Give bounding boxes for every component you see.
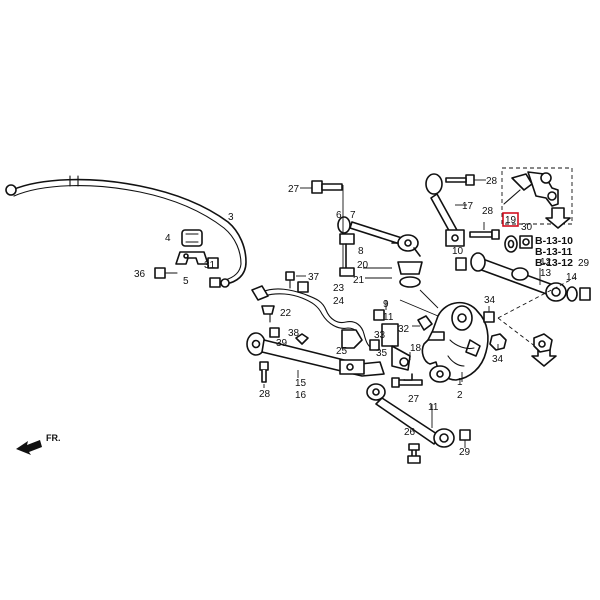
callout-7: 7 — [350, 210, 356, 221]
callout-6: 6 — [336, 210, 342, 221]
front-label: FR. — [46, 433, 61, 443]
callout-28-top: 28 — [486, 176, 498, 187]
callout-15: 15 — [295, 378, 307, 389]
bolt-27-lower[interactable] — [403, 373, 413, 381]
callout-24: 24 — [333, 296, 345, 307]
callout-2: 2 — [457, 390, 463, 401]
nut-29-lower[interactable] — [459, 429, 471, 441]
callout-34-lower: 34 — [492, 354, 504, 365]
callout-8: 8 — [358, 246, 364, 257]
clip-22[interactable] — [261, 305, 275, 323]
callout-17: 17 — [462, 201, 474, 212]
callout-22: 22 — [280, 308, 292, 319]
nut-34-lower[interactable] — [489, 333, 507, 351]
callout-11-lower: 11 — [428, 402, 439, 413]
callout-28-mid: 28 — [482, 206, 494, 217]
callout-39: 39 — [276, 338, 288, 349]
callout-1: 1 — [457, 377, 463, 388]
bolt-37[interactable] — [285, 271, 295, 289]
callout-34-upper: 34 — [484, 295, 496, 306]
clip-32b[interactable] — [417, 315, 433, 331]
bolt-28-top[interactable] — [445, 174, 475, 186]
callout-4: 4 — [165, 233, 171, 244]
bolt-26[interactable] — [407, 443, 421, 464]
callout-21: 21 — [353, 275, 365, 286]
knuckle[interactable] — [421, 301, 489, 383]
arm-17[interactable] — [425, 173, 465, 247]
washer-19[interactable] — [504, 235, 518, 253]
washer-14[interactable] — [566, 286, 578, 302]
lower-arm-11[interactable] — [366, 383, 455, 448]
callout-36: 36 — [134, 269, 146, 280]
callout-30: 30 — [521, 222, 533, 233]
callout-16: 16 — [295, 390, 307, 401]
callout-32: 32 — [398, 324, 410, 335]
nut-29-right[interactable] — [579, 287, 591, 301]
bolt-18[interactable] — [391, 377, 423, 388]
callout-9: 9 — [383, 299, 389, 310]
bolt-36[interactable] — [154, 267, 178, 279]
callout-18: 18 — [410, 343, 422, 354]
clip-39[interactable] — [295, 333, 309, 345]
inset-box — [501, 167, 573, 225]
callout-27-upper: 27 — [288, 184, 300, 195]
ref-b-13-12[interactable]: B-13-12 — [535, 257, 573, 269]
callout-14: 14 — [566, 272, 578, 283]
highlight-part-19 — [502, 212, 519, 227]
bushing-21[interactable] — [397, 261, 423, 288]
upper-arm[interactable] — [337, 216, 421, 257]
callout-23: 23 — [333, 283, 345, 294]
speed-sensor-harness[interactable] — [251, 281, 377, 351]
callout-26: 26 — [404, 427, 416, 438]
nut-34-upper[interactable] — [483, 311, 495, 323]
callout-5: 5 — [183, 276, 189, 287]
callout-31: 31 — [204, 260, 216, 271]
nut-9[interactable] — [373, 309, 385, 321]
sensor-25[interactable] — [341, 329, 363, 349]
bolt-33[interactable] — [369, 339, 380, 351]
nut-10[interactable] — [455, 257, 467, 271]
ref-b-13-10[interactable]: B-13-10 — [535, 235, 573, 247]
ref-b-13-11[interactable]: B-13-11 — [535, 246, 573, 258]
nut-35[interactable] — [533, 333, 553, 353]
front-arrow-icon — [16, 440, 42, 455]
bolt-38[interactable] — [269, 327, 280, 338]
stabilizer-bushing[interactable] — [181, 229, 203, 247]
callout-28-low: 28 — [259, 389, 271, 400]
callout-11-mid: 11 — [383, 312, 394, 323]
nut-30[interactable] — [519, 235, 533, 249]
callout-13: 13 — [540, 268, 552, 279]
bolt-28-mid[interactable] — [469, 222, 500, 240]
callout-37: 37 — [308, 272, 320, 283]
callout-38: 38 — [288, 328, 300, 339]
callout-19: 19 — [505, 215, 517, 226]
bracket-32[interactable] — [381, 323, 411, 371]
lower-arm-15[interactable] — [246, 332, 385, 377]
callout-12: 12 — [540, 257, 552, 268]
callout-29-right: 29 — [578, 258, 590, 269]
nut-31[interactable] — [207, 257, 221, 288]
callout-3: 3 — [228, 212, 234, 223]
stabilizer-bracket[interactable] — [175, 251, 209, 265]
callout-29-lower: 29 — [459, 447, 471, 458]
lower-arm-12[interactable] — [470, 252, 567, 302]
stabilizer-link[interactable] — [339, 233, 355, 277]
callout-25: 25 — [336, 346, 348, 357]
front-direction-marker: FR. — [16, 433, 61, 455]
callout-20: 20 — [357, 260, 369, 271]
arrow-down-icon — [545, 207, 571, 229]
callout-27-lower: 27 — [408, 394, 420, 405]
bolt-27-upper[interactable] — [311, 180, 343, 194]
bolt-28-low[interactable] — [259, 361, 269, 383]
callout-35: 35 — [376, 348, 388, 359]
callout-10: 10 — [452, 246, 464, 257]
callout-33: 33 — [374, 330, 386, 341]
